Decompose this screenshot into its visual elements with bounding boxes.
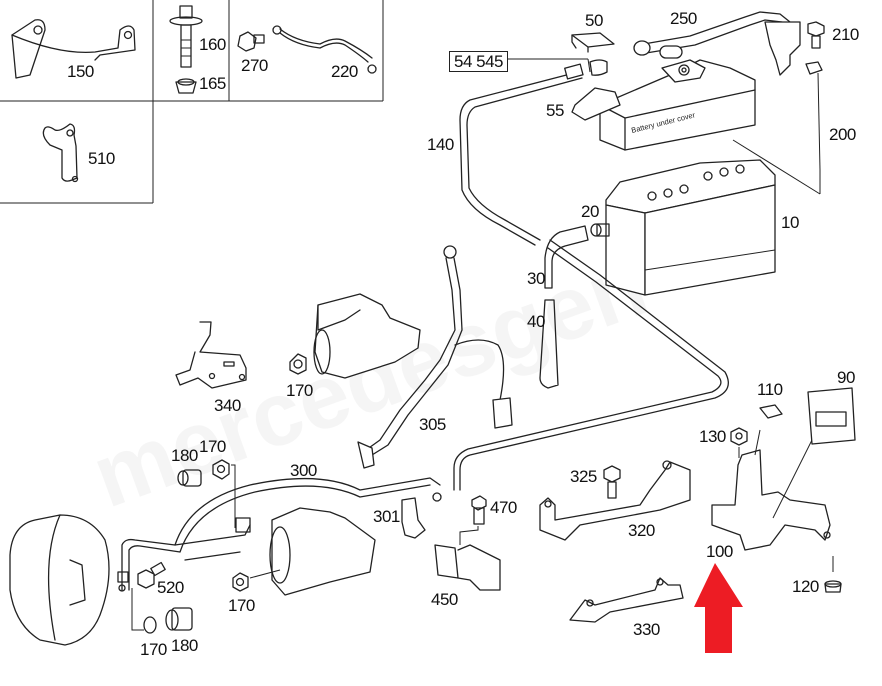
label-150[interactable]: 150 xyxy=(67,62,94,81)
label-160[interactable]: 160 xyxy=(199,35,226,54)
label-20[interactable]: 20 xyxy=(581,202,599,221)
label-170-d[interactable]: 170 xyxy=(140,640,167,659)
label-50[interactable]: 50 xyxy=(585,11,603,30)
part-340-bracket xyxy=(175,321,247,389)
part-200-wire xyxy=(732,61,823,195)
part-120-grommet xyxy=(824,556,842,593)
label-180-a[interactable]: 180 xyxy=(171,446,198,465)
part-450-cover xyxy=(434,544,501,591)
inset-grid xyxy=(0,0,384,204)
part-150-bracket xyxy=(11,19,136,79)
part-320-bracket xyxy=(539,460,691,541)
reference-box-54545[interactable]: 54 545 xyxy=(449,51,508,72)
label-170-a[interactable]: 170 xyxy=(286,381,313,400)
part-250-cable xyxy=(633,11,801,76)
label-110[interactable]: 110 xyxy=(757,380,783,399)
part-301-clip xyxy=(401,497,426,539)
part-325-bolt xyxy=(603,465,621,499)
starter-motor-upper xyxy=(313,293,421,379)
label-325[interactable]: 325 xyxy=(570,467,597,486)
terminal-clamp xyxy=(589,59,608,76)
part-220-cable xyxy=(272,25,377,74)
part-130-nut xyxy=(730,427,748,458)
part-165-nut xyxy=(175,78,197,94)
label-120[interactable]: 120 xyxy=(792,577,819,596)
part-210-bolt xyxy=(807,21,825,49)
highlight-arrow xyxy=(694,563,743,653)
harness-cable xyxy=(453,239,729,491)
label-330[interactable]: 330 xyxy=(633,620,660,639)
part-300-cable xyxy=(117,477,442,592)
part-510-bracket xyxy=(42,123,79,183)
part-170-nut-c xyxy=(232,569,281,592)
part-160-bolt xyxy=(169,5,203,68)
part-470-bolt xyxy=(459,495,487,545)
label-140[interactable]: 140 xyxy=(427,135,454,154)
part-30-elbow xyxy=(544,225,589,289)
label-165[interactable]: 165 xyxy=(199,74,226,93)
label-210[interactable]: 210 xyxy=(832,25,859,44)
label-250[interactable]: 250 xyxy=(670,9,697,28)
label-300[interactable]: 300 xyxy=(290,461,317,480)
part-330-bracket xyxy=(569,577,684,623)
label-320[interactable]: 320 xyxy=(628,521,655,540)
part-180-sleeve-b xyxy=(165,607,193,631)
label-340[interactable]: 340 xyxy=(214,396,241,415)
label-220[interactable]: 220 xyxy=(331,62,358,81)
label-270[interactable]: 270 xyxy=(241,56,268,75)
part-170-nut-d xyxy=(131,588,157,634)
label-305[interactable]: 305 xyxy=(419,415,446,434)
part-10-battery xyxy=(605,159,776,296)
label-470[interactable]: 470 xyxy=(490,498,517,517)
label-450[interactable]: 450 xyxy=(431,590,458,609)
label-10[interactable]: 10 xyxy=(781,213,799,232)
label-200[interactable]: 200 xyxy=(829,125,856,144)
part-110-clip xyxy=(759,404,783,419)
part-170-nut-b xyxy=(212,459,236,528)
part-40-hose xyxy=(539,299,559,389)
label-170-c[interactable]: 170 xyxy=(228,596,255,615)
label-40[interactable]: 40 xyxy=(527,312,545,331)
label-90[interactable]: 90 xyxy=(837,368,855,387)
label-30[interactable]: 30 xyxy=(527,269,545,288)
label-130[interactable]: 130 xyxy=(699,427,726,446)
label-55[interactable]: 55 xyxy=(546,101,564,120)
part-90-label-sticker xyxy=(807,387,856,445)
label-510[interactable]: 510 xyxy=(88,149,115,168)
label-170-b[interactable]: 170 xyxy=(199,437,226,456)
part-270-bolt xyxy=(237,31,265,52)
part-520-bolt xyxy=(137,561,166,589)
part-180-sleeve-a xyxy=(177,469,202,487)
part-55-battery-cover: Battery under cover xyxy=(571,59,756,151)
label-520[interactable]: 520 xyxy=(157,578,184,597)
part-140-cable xyxy=(459,63,584,246)
part-50-cap xyxy=(571,32,615,53)
part-170-nut-a xyxy=(289,353,307,375)
label-301[interactable]: 301 xyxy=(373,507,400,526)
label-100[interactable]: 100 xyxy=(706,542,733,561)
part-305-cable xyxy=(357,245,513,469)
starter-motor-lower xyxy=(269,507,376,596)
alternator xyxy=(9,514,110,646)
part-100-bracket xyxy=(711,429,831,551)
part-20-plug xyxy=(590,223,610,237)
label-180-b[interactable]: 180 xyxy=(171,636,198,655)
